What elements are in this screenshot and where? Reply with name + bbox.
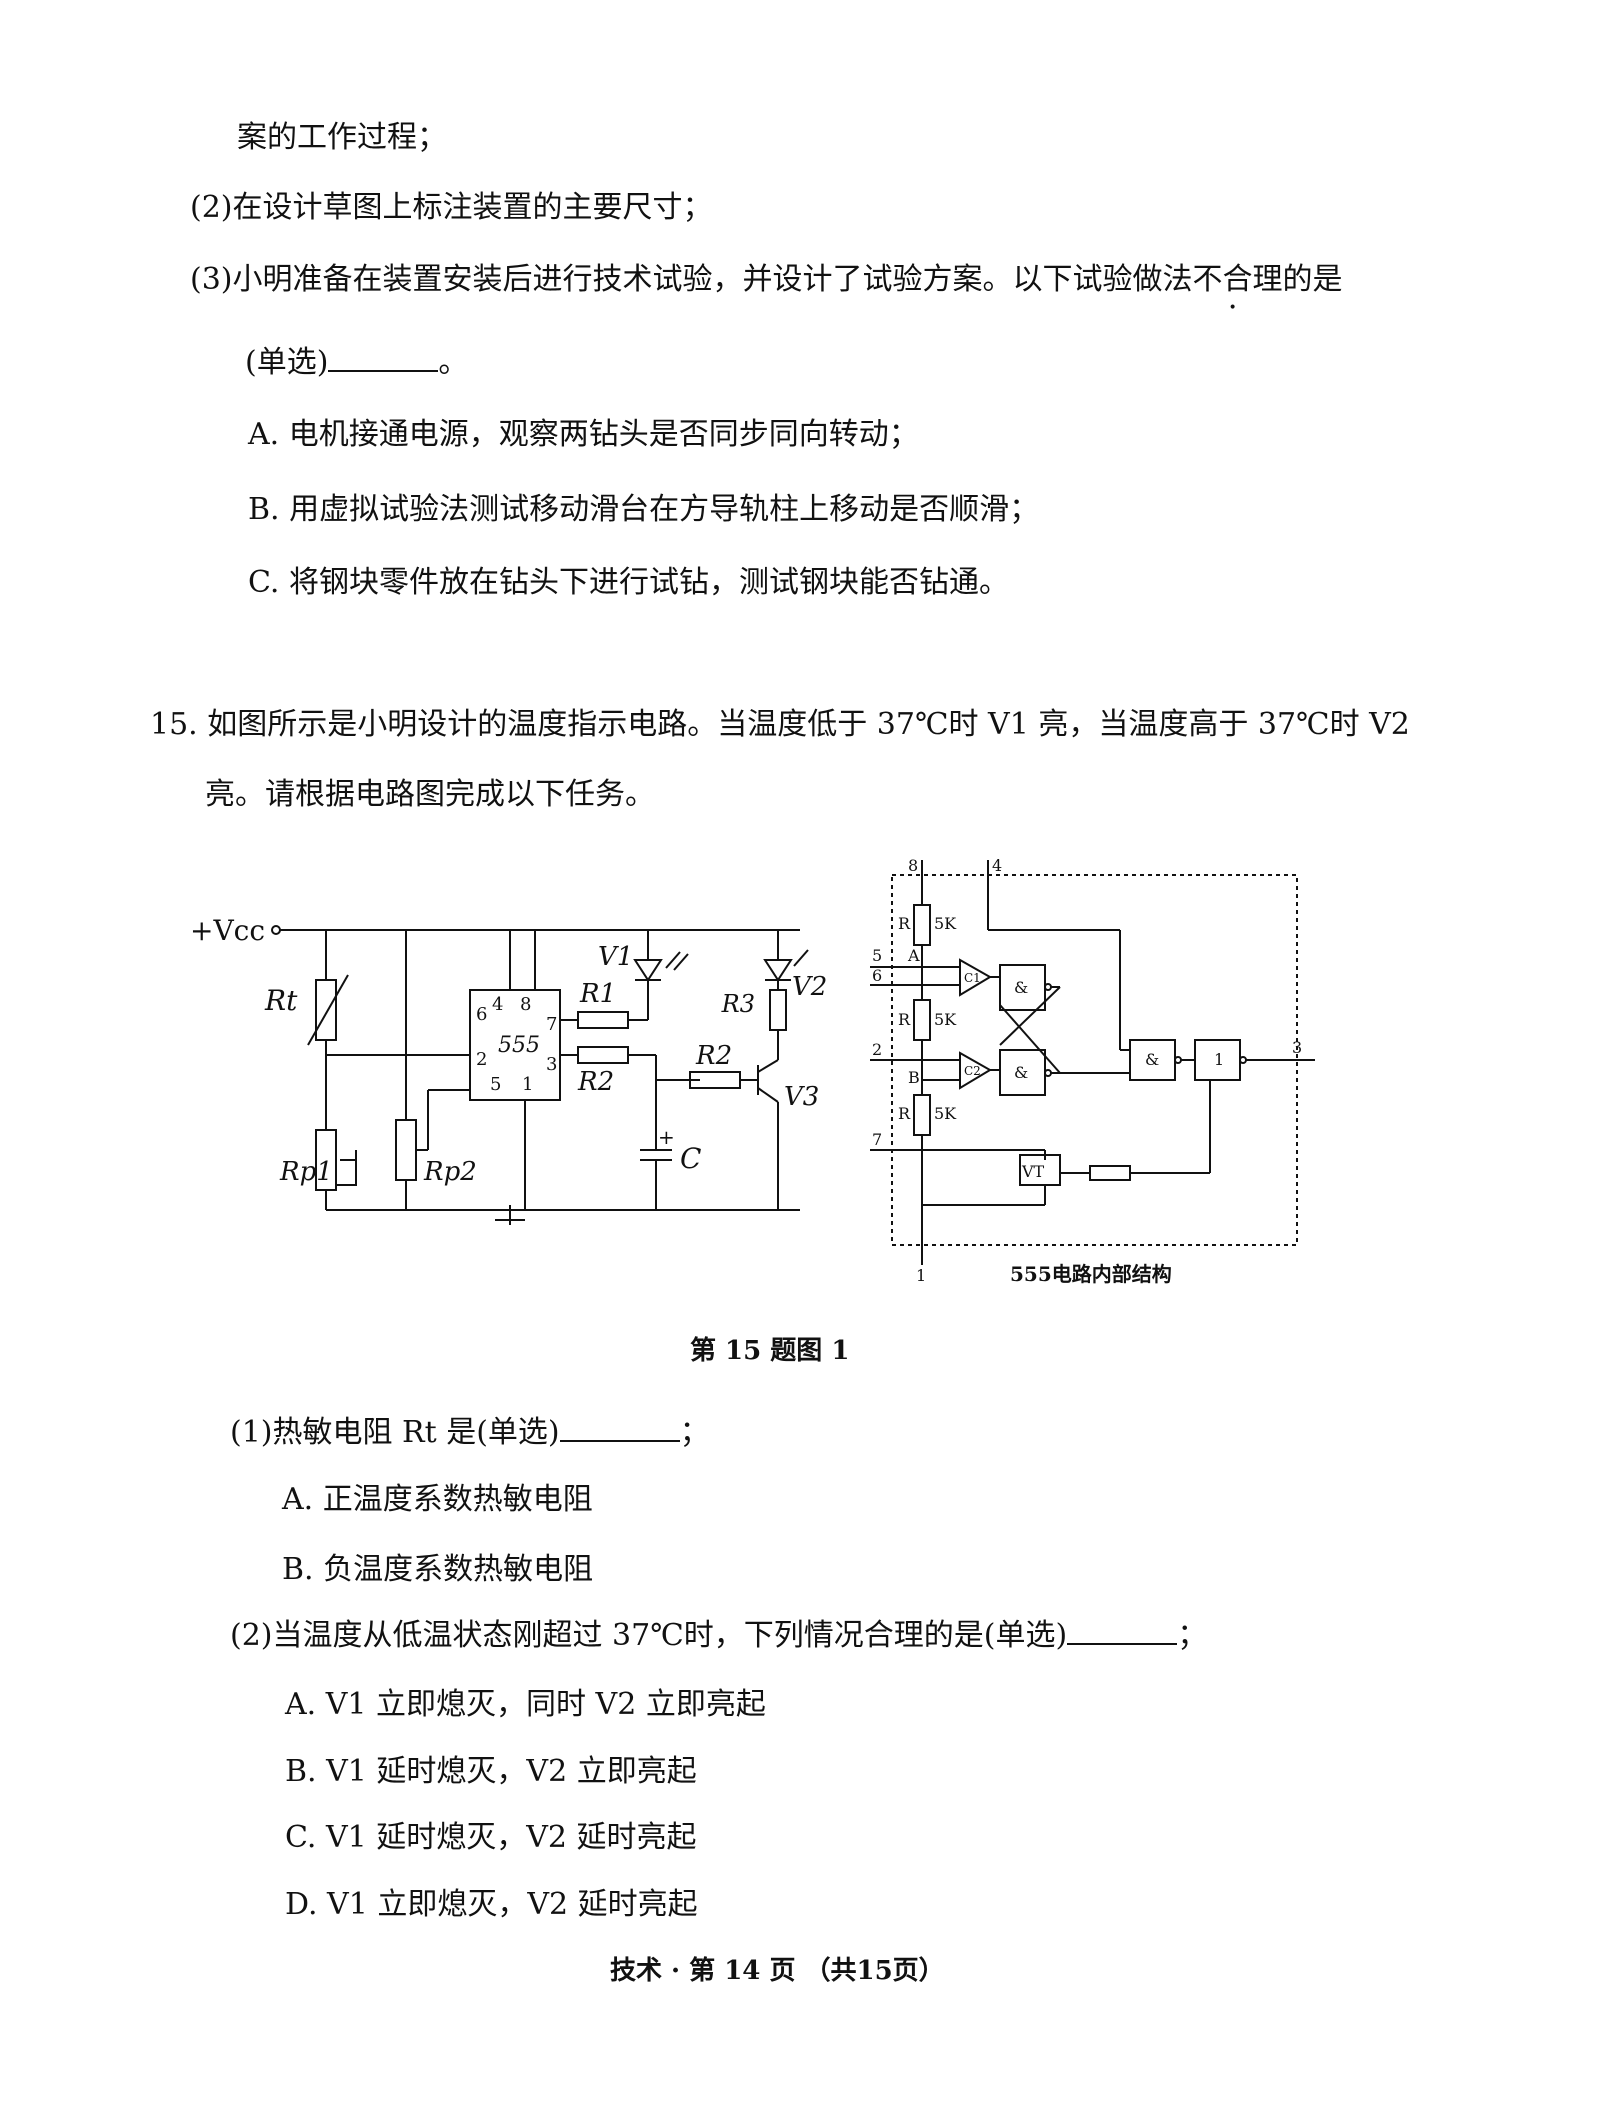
c-label: C: [680, 1142, 701, 1175]
pin3-label: 3: [1292, 1038, 1302, 1057]
q14-cont-text: 案的工作过程；: [237, 120, 447, 155]
c2-label: C2: [964, 1064, 981, 1078]
pin1-label: 1: [916, 1266, 926, 1285]
rt-label: Rt: [264, 984, 298, 1017]
rp2-label: Rp2: [423, 1157, 477, 1187]
r1-resistor: [577, 1011, 629, 1029]
pin4-label: 4: [992, 856, 1002, 875]
nand1-symbol: &: [1014, 978, 1028, 997]
q14-sub2-text: (2)在设计草图上标注装置的主要尺寸；: [190, 190, 713, 225]
capacitor-plus: +: [658, 1125, 675, 1149]
q15-part2-option-c: C. V1 延时熄灭，V2 延时亮起: [285, 1820, 697, 1855]
chip-pin8: 8: [520, 994, 531, 1015]
q14-sub3-text: (3)小明准备在装置安装后进行技术试验，并设计了试验方案。以下试验做法: [190, 262, 1193, 297]
v1-label: V1: [598, 942, 633, 972]
c1-label: C1: [964, 971, 981, 985]
q14-choice-line: (单选) 。: [245, 342, 468, 383]
internal-diagram-caption: 555电路内部结构: [1010, 1262, 1172, 1286]
q14-sub3-end: 的是: [1282, 262, 1343, 297]
divider-resistor-3: [913, 1094, 931, 1136]
pin5-label: 5: [872, 946, 882, 965]
node-a-label: A: [907, 946, 920, 965]
q14-option-a: A. 电机接通电源，观察两钻头是否同步同向转动；: [248, 417, 919, 452]
q15-part2-option-a: A. V1 立即熄灭，同时 V2 立即亮起: [285, 1687, 766, 1722]
node-b-label: B: [908, 1068, 920, 1087]
q14-sub3: (3)小明准备在装置安装后进行技术试验，并设计了试验方案。以下试验做法不合理的是: [190, 260, 1343, 300]
q15-part2-line: (2)当温度从低温状态刚超过 37℃时，下列情况合理的是(单选) ；: [230, 1615, 1207, 1656]
chip-pin1: 1: [522, 1074, 533, 1095]
pin6-label: 6: [872, 966, 882, 985]
r2b-label: R2: [695, 1041, 732, 1071]
internal-555-diagram: 8 R 5K A R 5K B R 5K 1 5 6 C1 2 C2 & & 4…: [870, 856, 1315, 1285]
q14-sub3-emphasis: 不合理: [1193, 262, 1283, 297]
vt-transistor: [1019, 1154, 1061, 1186]
r-label-2: R: [898, 1010, 911, 1029]
q15-part1-end: ；: [679, 1415, 710, 1450]
v3-label: V3: [784, 1082, 819, 1112]
pin2-label: 2: [872, 1040, 882, 1059]
vt-label: VT: [1021, 1162, 1045, 1181]
vt-base-resistor: [1089, 1165, 1131, 1181]
k5-label-2: 5K: [934, 1010, 957, 1029]
chip-pin7: 7: [546, 1014, 557, 1035]
q15-part2-option-b: B. V1 延时熄灭，V2 立即亮起: [285, 1754, 697, 1789]
q15-part1-text: (1)热敏电阻 Rt 是(单选): [230, 1415, 560, 1450]
chip-label: 555: [498, 1033, 540, 1058]
q15-part2-end: ；: [1177, 1618, 1208, 1653]
q14-option-c: C. 将钢块零件放在钻头下进行试钻，测试钢块能否钻通。: [248, 565, 1009, 600]
q15-part2-option-d: D. V1 立即熄灭，V2 延时亮起: [285, 1887, 698, 1922]
r3-resistor: [769, 989, 787, 1031]
q14-choice-end: 。: [438, 345, 469, 380]
chip-pin3: 3: [546, 1054, 557, 1075]
comparator-c1: [959, 958, 992, 997]
divider-resistor-2: [913, 999, 931, 1041]
figure-caption: 第 15 题图 1: [690, 1336, 850, 1366]
r2a-label: R2: [577, 1067, 614, 1097]
r-label-3: R: [898, 1104, 911, 1123]
v1-led: [633, 959, 663, 982]
chip-555: [469, 989, 561, 1101]
k5-label-1: 5K: [934, 914, 957, 933]
chip-pin5: 5: [490, 1074, 501, 1095]
q15-part2-text: (2)当温度从低温状态刚超过 37℃时，下列情况合理的是(单选): [230, 1618, 1068, 1653]
v2-label: V2: [792, 972, 827, 1002]
pin8-label: 8: [908, 856, 918, 875]
q14-answer-blank[interactable]: [328, 342, 439, 372]
not-symbol: 1: [1214, 1050, 1224, 1069]
page-footer: 技术 · 第 14 页 （共15页）: [610, 1956, 945, 1986]
rp2-potentiometer: [395, 1119, 417, 1181]
nand2-symbol: &: [1014, 1063, 1028, 1082]
r1-label: R1: [579, 979, 616, 1009]
q14-choice-label: (单选): [245, 345, 329, 380]
q15-part1-blank[interactable]: [559, 1412, 680, 1442]
r2-resistor-a: [577, 1046, 629, 1064]
rp1-label: Rp1: [279, 1157, 333, 1187]
circuit-diagram: +Vcc Rt Rp1 Rp2 555 6 4 8 7 2 3 5 1 R1 V…: [190, 914, 827, 1225]
v2-led: [763, 959, 793, 982]
q15-part1-line: (1)热敏电阻 Rt 是(单选) ；: [230, 1412, 710, 1453]
nand3-symbol: &: [1145, 1050, 1159, 1069]
q15-part2-blank[interactable]: [1067, 1615, 1178, 1645]
k5-label-3: 5K: [934, 1104, 957, 1123]
r3-label: R3: [721, 990, 755, 1018]
vcc-label: +Vcc: [190, 914, 265, 947]
chip-pin6: 6: [476, 1004, 487, 1025]
rt-thermistor: [315, 979, 337, 1041]
q15-stem-line2: 亮。请根据电路图完成以下任务。: [205, 777, 655, 812]
r-label-1: R: [898, 914, 911, 933]
q15-stem-line1: 15. 如图所示是小明设计的温度指示电路。当温度低于 37℃时 V1 亮，当温度…: [150, 707, 1410, 742]
q15-part1-option-b: B. 负温度系数热敏电阻: [282, 1552, 594, 1587]
divider-resistor-1: [913, 904, 931, 946]
chip-pin2: 2: [476, 1049, 487, 1070]
q15-part1-option-a: A. 正温度系数热敏电阻: [282, 1482, 593, 1517]
pin7-label: 7: [872, 1130, 882, 1149]
dashed-boundary: [891, 874, 1298, 1246]
q14-option-b: B. 用虚拟试验法测试移动滑台在方导轨柱上移动是否顺滑；: [248, 492, 1040, 527]
chip-pin4: 4: [492, 994, 503, 1015]
comparator-c2: [959, 1051, 992, 1090]
